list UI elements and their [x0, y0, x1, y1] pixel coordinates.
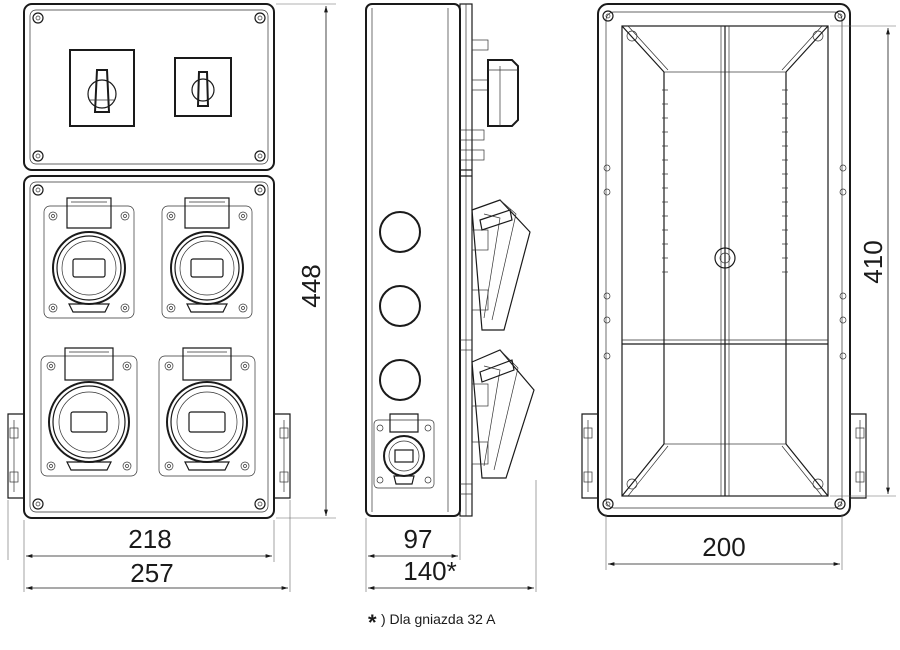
side-view: 97 140*: [365, 3, 537, 592]
dim-front-inner-width: 218: [128, 524, 171, 554]
back-bracket-left: [581, 413, 598, 499]
mounting-hole-icon: [714, 247, 736, 269]
side-socket-icon: [373, 413, 435, 489]
back-view: 410 200: [581, 3, 896, 570]
mounting-bracket-left: [7, 413, 24, 499]
socket-icon: [43, 197, 135, 319]
back-bracket-right: [850, 413, 867, 499]
back-rail-left: [662, 89, 668, 273]
side-socket-angled-icon: [471, 349, 535, 479]
cable-entry-icon: [379, 211, 421, 253]
socket-icon: [161, 197, 253, 319]
front-bottom-box: [23, 175, 275, 519]
footnote: * ) Dla gniazda 32 A: [368, 610, 496, 635]
mounting-bracket-right: [274, 413, 291, 499]
front-view: 448 218 257: [7, 3, 336, 592]
main-switch-icon: [69, 49, 135, 127]
cable-entry-icon: [379, 359, 421, 401]
dim-back-width: 200: [702, 532, 745, 562]
dim-side-depth: 97: [404, 524, 433, 554]
side-socket-angled-icon: [471, 199, 531, 331]
dim-back-height: 410: [858, 240, 888, 283]
front-top-box: [23, 3, 275, 171]
back-body: [597, 3, 851, 517]
socket-icon: [40, 347, 138, 477]
dim-front-height: 448: [296, 264, 326, 307]
dim-side-total-depth: 140*: [403, 556, 457, 586]
side-switch-knob-icon: [471, 39, 519, 127]
footnote-text: ) Dla gniazda 32 A: [381, 611, 496, 627]
back-rail-right: [782, 89, 788, 273]
socket-icon: [158, 347, 256, 477]
dim-front-outer-width: 257: [130, 558, 173, 588]
cable-entry-icon: [379, 285, 421, 327]
footnote-symbol: *: [368, 610, 377, 635]
small-switch-icon: [174, 57, 232, 117]
